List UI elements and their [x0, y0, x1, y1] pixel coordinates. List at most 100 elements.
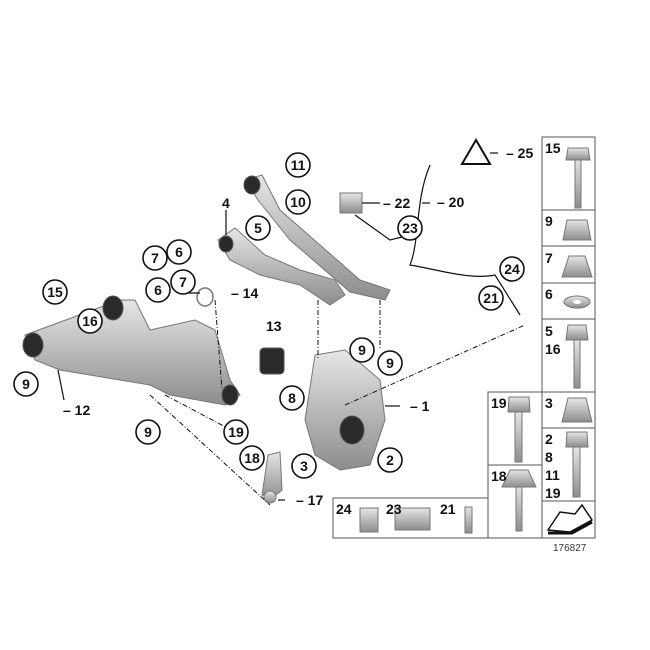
- callout-circle: [478, 285, 504, 311]
- callout-label: 24: [504, 261, 520, 277]
- small-part-label: 23: [386, 501, 402, 517]
- callout-8[interactable]: 8: [279, 385, 305, 411]
- callout-label: 3: [300, 458, 308, 474]
- callout-label: – 22: [383, 195, 410, 211]
- small-part-label: 21: [440, 501, 456, 517]
- hardware-label: 19: [545, 485, 561, 501]
- callout-label: 16: [82, 313, 98, 329]
- callout-circle: [77, 308, 103, 334]
- callout-9[interactable]: 9: [377, 350, 403, 376]
- callout-22[interactable]: – 22: [383, 195, 410, 211]
- wheel-carrier: [304, 349, 386, 471]
- callout-label: 6: [175, 244, 183, 260]
- hardware-label: 7: [545, 250, 553, 266]
- callout-label: 13: [266, 318, 282, 334]
- callout-label: – 17: [296, 492, 323, 508]
- callout-label: 10: [290, 194, 306, 210]
- callout-7[interactable]: 7: [142, 245, 168, 271]
- callout-16[interactable]: 16: [77, 308, 103, 334]
- callout-label: 9: [358, 342, 366, 358]
- callout-label: 2: [386, 452, 394, 468]
- callout-label: 9: [386, 355, 394, 371]
- callout-6[interactable]: 6: [166, 239, 192, 265]
- callout-circle: [142, 245, 168, 271]
- callout-label: 7: [151, 250, 159, 266]
- hardware-label: 15: [545, 140, 561, 156]
- callout-label: – 12: [63, 402, 90, 418]
- callout-21[interactable]: 21: [478, 285, 504, 311]
- callout-14[interactable]: – 14: [231, 285, 258, 301]
- hardware-label: 5: [545, 323, 553, 339]
- hardware-label: 16: [545, 341, 561, 357]
- callout-6[interactable]: 6: [145, 277, 171, 303]
- callout-4[interactable]: 4: [222, 195, 230, 211]
- callout-15[interactable]: 15: [42, 279, 68, 305]
- bushing-13: [259, 347, 285, 375]
- callout-circle: [285, 152, 311, 178]
- hardware-label: 8: [545, 449, 553, 465]
- callout-circle: [42, 279, 68, 305]
- callout-3[interactable]: 3: [291, 453, 317, 479]
- callout-label: 9: [22, 376, 30, 392]
- callout-label: 7: [179, 274, 187, 290]
- callout-label: 11: [291, 157, 306, 173]
- callout-13[interactable]: 13: [266, 318, 282, 334]
- callout-circle: [223, 419, 249, 445]
- callout-2[interactable]: 2: [377, 447, 403, 473]
- callout-17[interactable]: – 17: [296, 492, 323, 508]
- callout-circle: [279, 385, 305, 411]
- callout-label: – 14: [231, 285, 258, 301]
- callout-label: 15: [47, 284, 63, 300]
- callout-23[interactable]: 23: [397, 215, 423, 241]
- callout-label: – 20: [437, 194, 464, 210]
- callout-5[interactable]: 5: [245, 215, 271, 241]
- link-17: [261, 451, 283, 504]
- callout-9[interactable]: 9: [13, 371, 39, 397]
- callout-25[interactable]: – 25: [506, 145, 533, 161]
- callout-circle: [377, 350, 403, 376]
- arm-4: [217, 227, 346, 306]
- hardware-label: 19: [491, 395, 507, 411]
- callout-label: – 1: [410, 398, 430, 414]
- callout-circle: [13, 371, 39, 397]
- hardware-label: 18: [491, 468, 507, 484]
- callout-11[interactable]: 11: [285, 152, 311, 178]
- callout-circle: [499, 256, 525, 282]
- callout-10[interactable]: 10: [285, 189, 311, 215]
- callout-12[interactable]: – 12: [63, 402, 90, 418]
- callout-label: 19: [228, 424, 244, 440]
- o-ring-14: [196, 287, 214, 307]
- callout-circle: [135, 419, 161, 445]
- callout-circle: [349, 337, 375, 363]
- callout-9[interactable]: 9: [135, 419, 161, 445]
- callout-circle: [397, 215, 423, 241]
- callout-label: 9: [144, 424, 152, 440]
- callout-9[interactable]: 9: [349, 337, 375, 363]
- callout-label: 5: [254, 220, 262, 236]
- callout-1[interactable]: – 1: [410, 398, 430, 414]
- reference-number: 176827: [553, 543, 587, 554]
- callout-label: 8: [288, 390, 296, 406]
- callout-7[interactable]: 7: [170, 269, 196, 295]
- upper-arm-10: [243, 174, 391, 301]
- callout-label: 23: [402, 220, 418, 236]
- callout-label: 21: [483, 290, 499, 306]
- hardware-label: 9: [545, 213, 553, 229]
- callout-24[interactable]: 24: [499, 256, 525, 282]
- callout-20[interactable]: – 20: [437, 194, 464, 210]
- small-part-label: 24: [336, 501, 352, 517]
- hardware-label: 3: [545, 395, 553, 411]
- hardware-label: 11: [545, 467, 560, 483]
- callout-label: 4: [222, 195, 230, 211]
- hardware-panel: [332, 136, 596, 539]
- callout-19[interactable]: 19: [223, 419, 249, 445]
- callout-circle: [145, 277, 171, 303]
- callout-label: 18: [244, 450, 260, 466]
- callout-circle: [170, 269, 196, 295]
- callout-18[interactable]: 18: [239, 445, 265, 471]
- callout-circle: [285, 189, 311, 215]
- callout-label: 6: [154, 282, 162, 298]
- navigation-arrow-icon[interactable]: [546, 503, 594, 535]
